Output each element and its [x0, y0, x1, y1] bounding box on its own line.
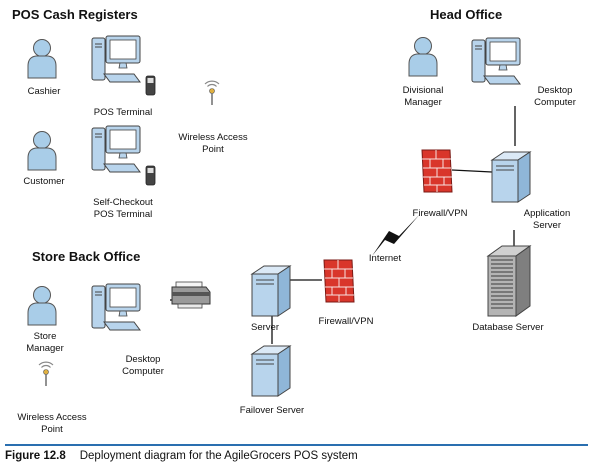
self-checkout-card-reader-icon [145, 165, 156, 186]
divisional-manager-person-icon [408, 37, 438, 77]
pos-card-reader-icon [145, 75, 156, 96]
wireless-antenna-icon [204, 80, 220, 106]
failover-server-icon [251, 345, 291, 397]
cashier-person-icon [27, 39, 57, 79]
customer-person-icon [27, 131, 57, 171]
head-desktop-computer-icon [471, 37, 521, 85]
label-pos-terminal: POS Terminal [93, 107, 153, 118]
figure-caption: Figure 12.8 Deployment diagram for the Ag… [5, 444, 588, 462]
section-title-pos-registers: POS Cash Registers [12, 7, 138, 22]
internet-lightning [372, 214, 420, 256]
label-failover-server: Failover Server [239, 405, 305, 416]
label-internet: Internet [368, 253, 402, 264]
store-wireless-antenna-icon [38, 361, 54, 387]
database-server-rack-icon [487, 245, 531, 317]
link-firewall-app-server [451, 169, 493, 173]
printer-icon [171, 281, 211, 309]
label-firewall-store: Firewall/VPN [318, 316, 374, 327]
store-server-icon [251, 265, 291, 317]
self-checkout-computer-icon [91, 125, 141, 173]
section-title-head-office: Head Office [430, 7, 503, 22]
pos-terminal-computer-icon [91, 35, 141, 83]
label-server: Server [251, 322, 279, 333]
store-manager-person-icon [27, 286, 57, 326]
application-server-icon [491, 151, 531, 203]
head-firewall-icon [421, 149, 453, 193]
deployment-diagram [27, 35, 531, 397]
label-database-server: Database Server [472, 322, 544, 333]
label-cashier: Cashier [27, 86, 61, 97]
figure-caption-text: Deployment diagram for the AgileGrocers … [79, 450, 358, 462]
label-firewall-head: Firewall/VPN [412, 208, 468, 219]
back-office-computer-icon [91, 283, 141, 331]
label-customer: Customer [23, 176, 65, 187]
figure-number: Figure 12.8 [5, 450, 66, 462]
section-title-back-office: Store Back Office [32, 249, 141, 264]
store-firewall-icon [323, 259, 355, 303]
